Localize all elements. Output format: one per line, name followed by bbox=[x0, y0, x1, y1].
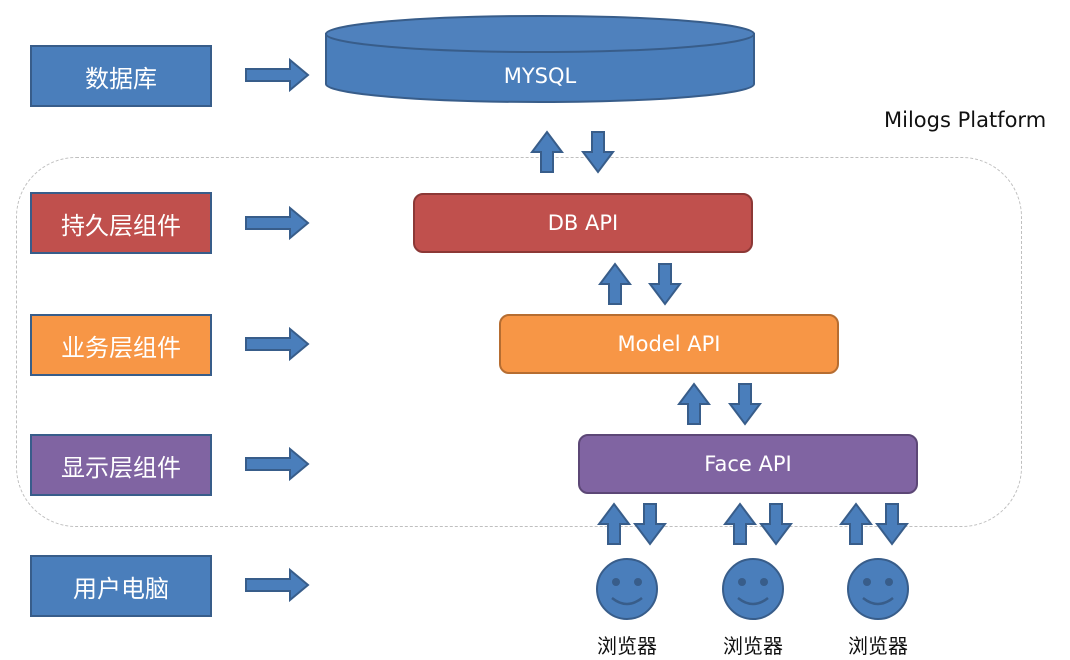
right-arrow-database bbox=[245, 59, 309, 91]
model-api-box: Model API bbox=[499, 314, 839, 374]
platform-boundary bbox=[16, 157, 1022, 527]
layer-label-business: 业务层组件 bbox=[30, 314, 212, 376]
right-arrow-user-pc bbox=[245, 569, 309, 601]
layer-label-database: 数据库 bbox=[30, 45, 212, 107]
down-arrow-db-to-model bbox=[649, 263, 681, 305]
smiley-icon-2 bbox=[722, 558, 784, 620]
up-arrow-browser-3 bbox=[840, 503, 872, 545]
browser-label-1: 浏览器 bbox=[597, 634, 657, 658]
layer-label-user-pc: 用户电脑 bbox=[30, 555, 212, 617]
browser-label-2: 浏览器 bbox=[723, 634, 783, 658]
layer-label-persistence: 持久层组件 bbox=[30, 192, 212, 254]
platform-label: Milogs Platform bbox=[884, 108, 1047, 132]
up-arrow-model-to-db bbox=[599, 263, 631, 305]
right-arrow-business bbox=[245, 328, 309, 360]
up-arrow-browser-1 bbox=[598, 503, 630, 545]
down-arrow-mysql-to-db bbox=[582, 131, 614, 173]
browser-label-3: 浏览器 bbox=[848, 634, 908, 658]
face-api-box: Face API bbox=[578, 434, 918, 494]
down-arrow-browser-2 bbox=[760, 503, 792, 545]
up-arrow-face-to-model bbox=[678, 383, 710, 425]
db-api-box: DB API bbox=[413, 193, 753, 253]
right-arrow-persistence bbox=[245, 207, 309, 239]
up-arrow-db-to-mysql bbox=[531, 131, 563, 173]
down-arrow-browser-1 bbox=[634, 503, 666, 545]
mysql-label: MYSQL bbox=[503, 64, 577, 88]
smiley-icon-1 bbox=[596, 558, 658, 620]
up-arrow-browser-2 bbox=[724, 503, 756, 545]
down-arrow-browser-3 bbox=[876, 503, 908, 545]
smiley-icon-3 bbox=[847, 558, 909, 620]
right-arrow-display bbox=[245, 448, 309, 480]
down-arrow-model-to-face bbox=[729, 383, 761, 425]
layer-label-display: 显示层组件 bbox=[30, 434, 212, 496]
